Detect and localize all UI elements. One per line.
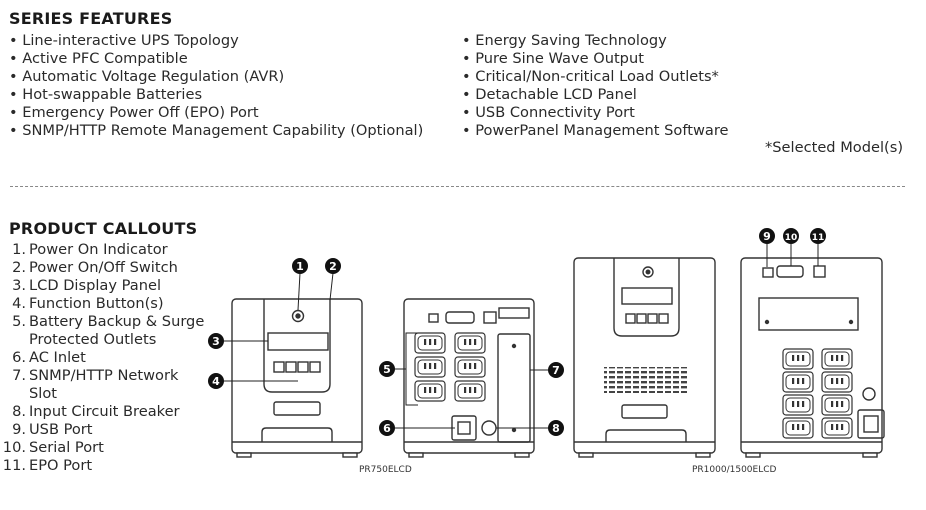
feature-item: • SNMP/HTTP Remote Management Capability… [9, 122, 424, 139]
callout-item: 3.LCD Display Panel [12, 277, 161, 294]
pr1500-rear-view [740, 257, 885, 458]
callout-badge-5: 5 [379, 361, 395, 377]
feature-item: • Pure Sine Wave Output [462, 50, 644, 67]
feature-item: • PowerPanel Management Software [462, 122, 729, 139]
callout-badge-8: 8 [548, 420, 564, 436]
feature-item: • Hot-swappable Batteries [9, 86, 203, 103]
pr750-front-view [231, 298, 363, 458]
feature-item: • Emergency Power Off (EPO) Port [9, 104, 259, 121]
callout-item: 8.Input Circuit Breaker [12, 403, 180, 420]
callout-item: 7.SNMP/HTTP Network [12, 367, 179, 384]
svg-text:2: 2 [329, 260, 337, 273]
feature-item: • USB Connectivity Port [462, 104, 635, 121]
callout-badge-6: 6 [379, 420, 395, 436]
feature-item: • Line-interactive UPS Topology [9, 32, 239, 49]
feature-item: • Automatic Voltage Regulation (AVR) [9, 68, 285, 85]
section-divider [10, 186, 905, 187]
feature-item: • Energy Saving Technology [462, 32, 667, 49]
callout-badge-4: 4 [208, 373, 224, 389]
callout-badge-2: 2 [325, 258, 341, 274]
callout-item: 10.Serial Port [2, 439, 104, 456]
svg-text:8: 8 [552, 422, 560, 435]
selected-models-footnote: *Selected Model(s) [765, 139, 904, 156]
svg-text:4: 4 [212, 375, 220, 388]
callouts-list: 1.Power On Indicator 2.Power On/Off Swit… [0, 241, 205, 475]
series-features-heading: SERIES FEATURES [9, 9, 173, 28]
callout-badge-7: 7 [548, 362, 564, 378]
svg-text:3: 3 [212, 335, 220, 348]
svg-text:6: 6 [383, 422, 391, 435]
callout-leader-lines [224, 244, 819, 429]
pr1500-front-view [573, 257, 716, 458]
pr750-rear-view [403, 298, 535, 458]
callout-item: 6.AC Inlet [12, 349, 86, 366]
model-label-pr750: PR750ELCD [359, 465, 412, 475]
callout-item: 2.Power On/Off Switch [12, 259, 178, 276]
feature-item: • Active PFC Compatible [9, 50, 188, 67]
feature-item: • Detachable LCD Panel [462, 86, 637, 103]
svg-text:5: 5 [383, 363, 391, 376]
svg-text:1: 1 [296, 260, 304, 273]
callout-item: 11.EPO Port [2, 457, 93, 474]
callout-item-continuation: Slot [29, 385, 57, 402]
svg-text:10: 10 [785, 233, 798, 243]
svg-text:9: 9 [763, 230, 771, 243]
callout-badge-11: 11 [810, 228, 826, 244]
callout-item: 4.Function Button(s) [12, 295, 164, 312]
callout-item-continuation: Protected Outlets [29, 331, 157, 348]
callout-item: 5.Battery Backup & Surge [12, 313, 205, 330]
callout-badge-10: 10 [783, 228, 799, 244]
feature-item: • Critical/Non-critical Load Outlets* [462, 68, 719, 85]
callout-badge-1: 1 [292, 258, 308, 274]
features-list-left: • Line-interactive UPS Topology • Active… [9, 32, 423, 140]
callout-item: 1.Power On Indicator [12, 241, 168, 258]
callout-badge-3: 3 [208, 333, 224, 349]
svg-text:11: 11 [812, 233, 825, 243]
model-label-pr1500: PR1000/1500ELCD [692, 465, 777, 475]
product-callouts-heading: PRODUCT CALLOUTS [9, 219, 198, 238]
svg-text:7: 7 [552, 364, 560, 377]
callout-badge-9: 9 [759, 228, 775, 244]
features-list-right: • Energy Saving Technology • Pure Sine W… [462, 32, 729, 140]
callout-item: 9.USB Port [12, 421, 93, 438]
